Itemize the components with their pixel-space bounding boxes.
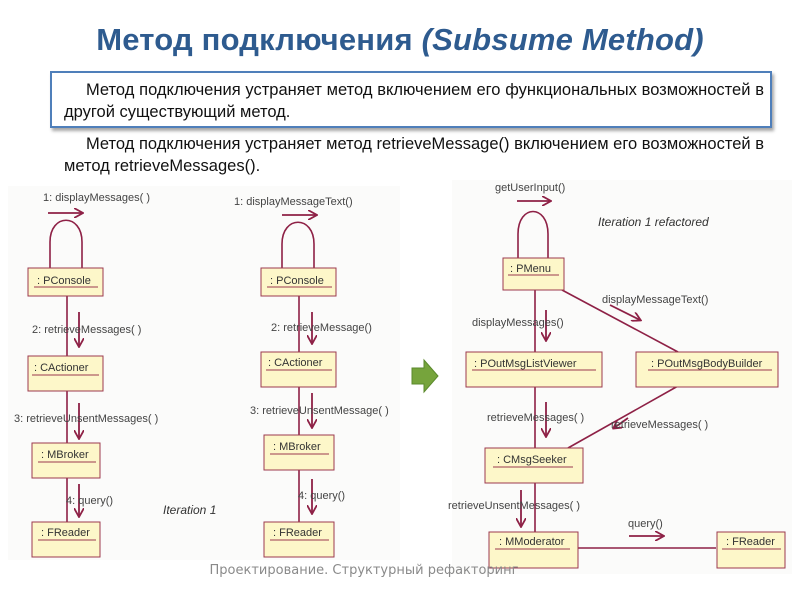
self-loop xyxy=(281,221,315,268)
object-label: : PConsole xyxy=(270,275,324,287)
message-label-query: query() xyxy=(628,518,663,530)
object-pconsole: : PConsole xyxy=(260,267,337,297)
message-label-4: 4: query() xyxy=(66,495,113,507)
object-freader: : FReader xyxy=(716,531,786,569)
message-label-4: 4: query() xyxy=(298,490,345,502)
object-label: : MModerator xyxy=(499,536,565,548)
message-label-retrievemessages-2: retrieveMessages( ) xyxy=(611,419,708,431)
object-label: : FReader xyxy=(273,527,322,539)
message-label-retrievemessages-1: retrieveMessages( ) xyxy=(487,412,584,424)
iteration-caption: Iteration 1 xyxy=(163,503,216,517)
message-label-1: 1: displayMessages( ) xyxy=(43,192,150,204)
object-poutmsgbodybuilder: : POutMsgBodyBuilder xyxy=(635,351,779,388)
object-label: : FReader xyxy=(726,536,775,548)
message-arrow-retrievemessages-2 xyxy=(614,417,629,428)
object-pmenu: : PMenu xyxy=(502,257,565,291)
object-cmsgseeker: : CMsgSeeker xyxy=(484,447,584,484)
definition-text: Метод подключения устраняет метод включе… xyxy=(64,79,764,123)
page-title: Метод подключения (Subsume Method) xyxy=(0,22,800,58)
object-freader: : FReader xyxy=(31,521,101,558)
title-main: Метод подключения xyxy=(96,22,413,57)
object-mbroker: : MBroker xyxy=(31,442,101,479)
message-arrow-displaymessagetext xyxy=(609,304,640,320)
transform-arrow-icon xyxy=(411,358,439,394)
footer-caption: Проектирование. Структурный рефакторинг xyxy=(209,563,519,578)
object-cactioner: : CActioner xyxy=(27,355,104,392)
object-label: : CMsgSeeker xyxy=(497,454,567,466)
message-label-displaymessages: displayMessages() xyxy=(472,317,564,329)
object-cactioner: : CActioner xyxy=(260,351,337,388)
diagram-iteration1: 1: displayMessages( ) : PConsole 2: retr… xyxy=(14,192,216,558)
link-bodybuilder-cmsgseeker xyxy=(567,385,679,449)
diagram-iteration1-variant: 1: displayMessageText() : PConsole 2: re… xyxy=(234,196,389,558)
definition-content: Метод подключения устраняет метод включе… xyxy=(64,81,764,121)
message-label-displaymessagetext: displayMessageText() xyxy=(602,294,708,306)
definition-box xyxy=(50,71,772,128)
iteration-caption: Iteration 1 refactored xyxy=(598,215,709,229)
object-label: : FReader xyxy=(41,527,90,539)
message-label-getuserinput: getUserInput() xyxy=(495,182,565,194)
object-label: : CActioner xyxy=(268,357,323,369)
object-label: : MBroker xyxy=(273,441,321,453)
object-freader: : FReader xyxy=(263,521,335,558)
object-mmoderator: : MModerator xyxy=(488,531,579,569)
object-label: : CActioner xyxy=(34,362,89,374)
self-loop xyxy=(517,210,549,258)
object-label: : PConsole xyxy=(37,275,91,287)
object-label: : POutMsgBodyBuilder xyxy=(651,358,763,370)
message-label-retrieveunsentmessages: retrieveUnsentMessages( ) xyxy=(448,500,580,512)
message-label-2: 2: retrieveMessages( ) xyxy=(32,324,141,336)
object-pconsole: : PConsole xyxy=(27,267,104,297)
message-label-1: 1: displayMessageText() xyxy=(234,196,353,208)
object-mbroker: : MBroker xyxy=(263,434,335,471)
object-label: : PMenu xyxy=(510,263,551,275)
object-label: : POutMsgListViewer xyxy=(474,358,577,370)
message-label-3: 3: retrieveUnsentMessages( ) xyxy=(14,413,158,425)
title-english: (Subsume Method) xyxy=(421,22,704,57)
link-pmenu-bodybuilder xyxy=(561,289,679,353)
object-poutmsglistviewer: : POutMsgListViewer xyxy=(465,351,603,388)
description-content: Метод подключения устраняет метод retrie… xyxy=(64,135,764,175)
message-label-2: 2: retrieveMessage() xyxy=(271,322,372,334)
diagram-refactored: getUserInput() Iteration 1 refactored : … xyxy=(448,182,786,569)
message-label-3: 3: retrieveUnsentMessage( ) xyxy=(250,405,389,417)
description-text: Метод подключения устраняет метод retrie… xyxy=(64,133,764,177)
self-loop xyxy=(49,219,83,268)
object-label: : MBroker xyxy=(41,449,89,461)
